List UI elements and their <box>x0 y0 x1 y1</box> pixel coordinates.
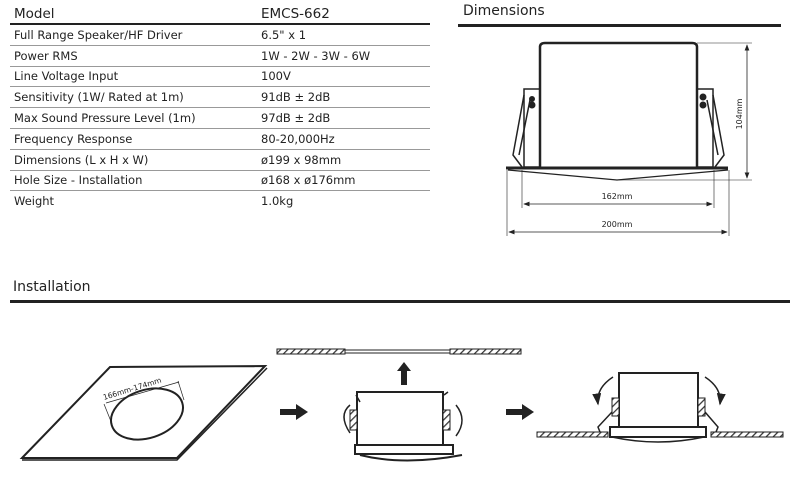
arrow-up-icon <box>397 362 411 385</box>
spec-label: Frequency Response <box>14 131 133 146</box>
spec-header-row: Model EMCS-662 <box>10 4 430 25</box>
spec-value: 1W - 2W - 3W - 6W <box>261 48 371 63</box>
arrow-right-icon <box>506 404 534 420</box>
step3-installed-speaker <box>536 372 784 443</box>
spec-table: Model EMCS-662 Full Range Speaker/HF Dri… <box>10 4 430 211</box>
installation-heading: Installation <box>13 279 91 295</box>
step2-insert-speaker <box>276 348 522 462</box>
divider <box>458 24 781 27</box>
arrow-right-icon <box>280 404 308 420</box>
spec-label: Full Range Speaker/HF Driver <box>14 27 183 42</box>
spec-value: ø199 x 98mm <box>261 152 342 167</box>
divider <box>10 300 790 303</box>
table-row: Max Sound Pressure Level (1m) 97dB ± 2dB <box>10 108 430 129</box>
spec-label: Hole Size - Installation <box>14 173 143 188</box>
spec-value: 97dB ± 2dB <box>261 111 331 126</box>
table-row: Weight 1.0kg <box>10 191 430 211</box>
spec-value: 1.0kg <box>261 194 294 209</box>
outer-width-label: 200mm <box>602 220 633 229</box>
dimensions-heading: Dimensions <box>463 3 545 19</box>
table-row: Power RMS 1W - 2W - 3W - 6W <box>10 46 430 67</box>
spec-label: Dimensions (L x H x W) <box>14 152 149 167</box>
spec-label: Power RMS <box>14 48 78 63</box>
spec-value: ø168 x ø176mm <box>261 173 356 188</box>
table-row: Hole Size - Installation ø168 x ø176mm <box>10 171 430 192</box>
table-row: Dimensions (L x H x W) ø199 x 98mm <box>10 150 430 171</box>
spec-label: Weight <box>14 194 55 209</box>
spec-label: Max Sound Pressure Level (1m) <box>14 111 196 126</box>
table-row: Sensitivity (1W/ Rated at 1m) 91dB ± 2dB <box>10 87 430 109</box>
table-row: Full Range Speaker/HF Driver 6.5" x 1 <box>10 25 430 46</box>
inner-width-label: 162mm <box>602 192 633 201</box>
spec-value: 6.5" x 1 <box>261 27 307 42</box>
speaker-dimension-drawing <box>506 41 752 236</box>
spec-value: 80-20,000Hz <box>261 131 335 146</box>
spec-value: 100V <box>261 69 291 84</box>
spec-value: EMCS-662 <box>261 5 330 22</box>
spec-label: Line Voltage Input <box>14 69 119 84</box>
height-label: 104mm <box>735 98 744 129</box>
spec-label: Sensitivity (1W/ Rated at 1m) <box>14 90 184 105</box>
table-row: Frequency Response 80-20,000Hz <box>10 129 430 150</box>
spec-value: 91dB ± 2dB <box>261 90 331 105</box>
step1-ceiling-hole <box>19 364 268 461</box>
spec-label: Model <box>14 5 55 22</box>
table-row: Line Voltage Input 100V <box>10 67 430 88</box>
